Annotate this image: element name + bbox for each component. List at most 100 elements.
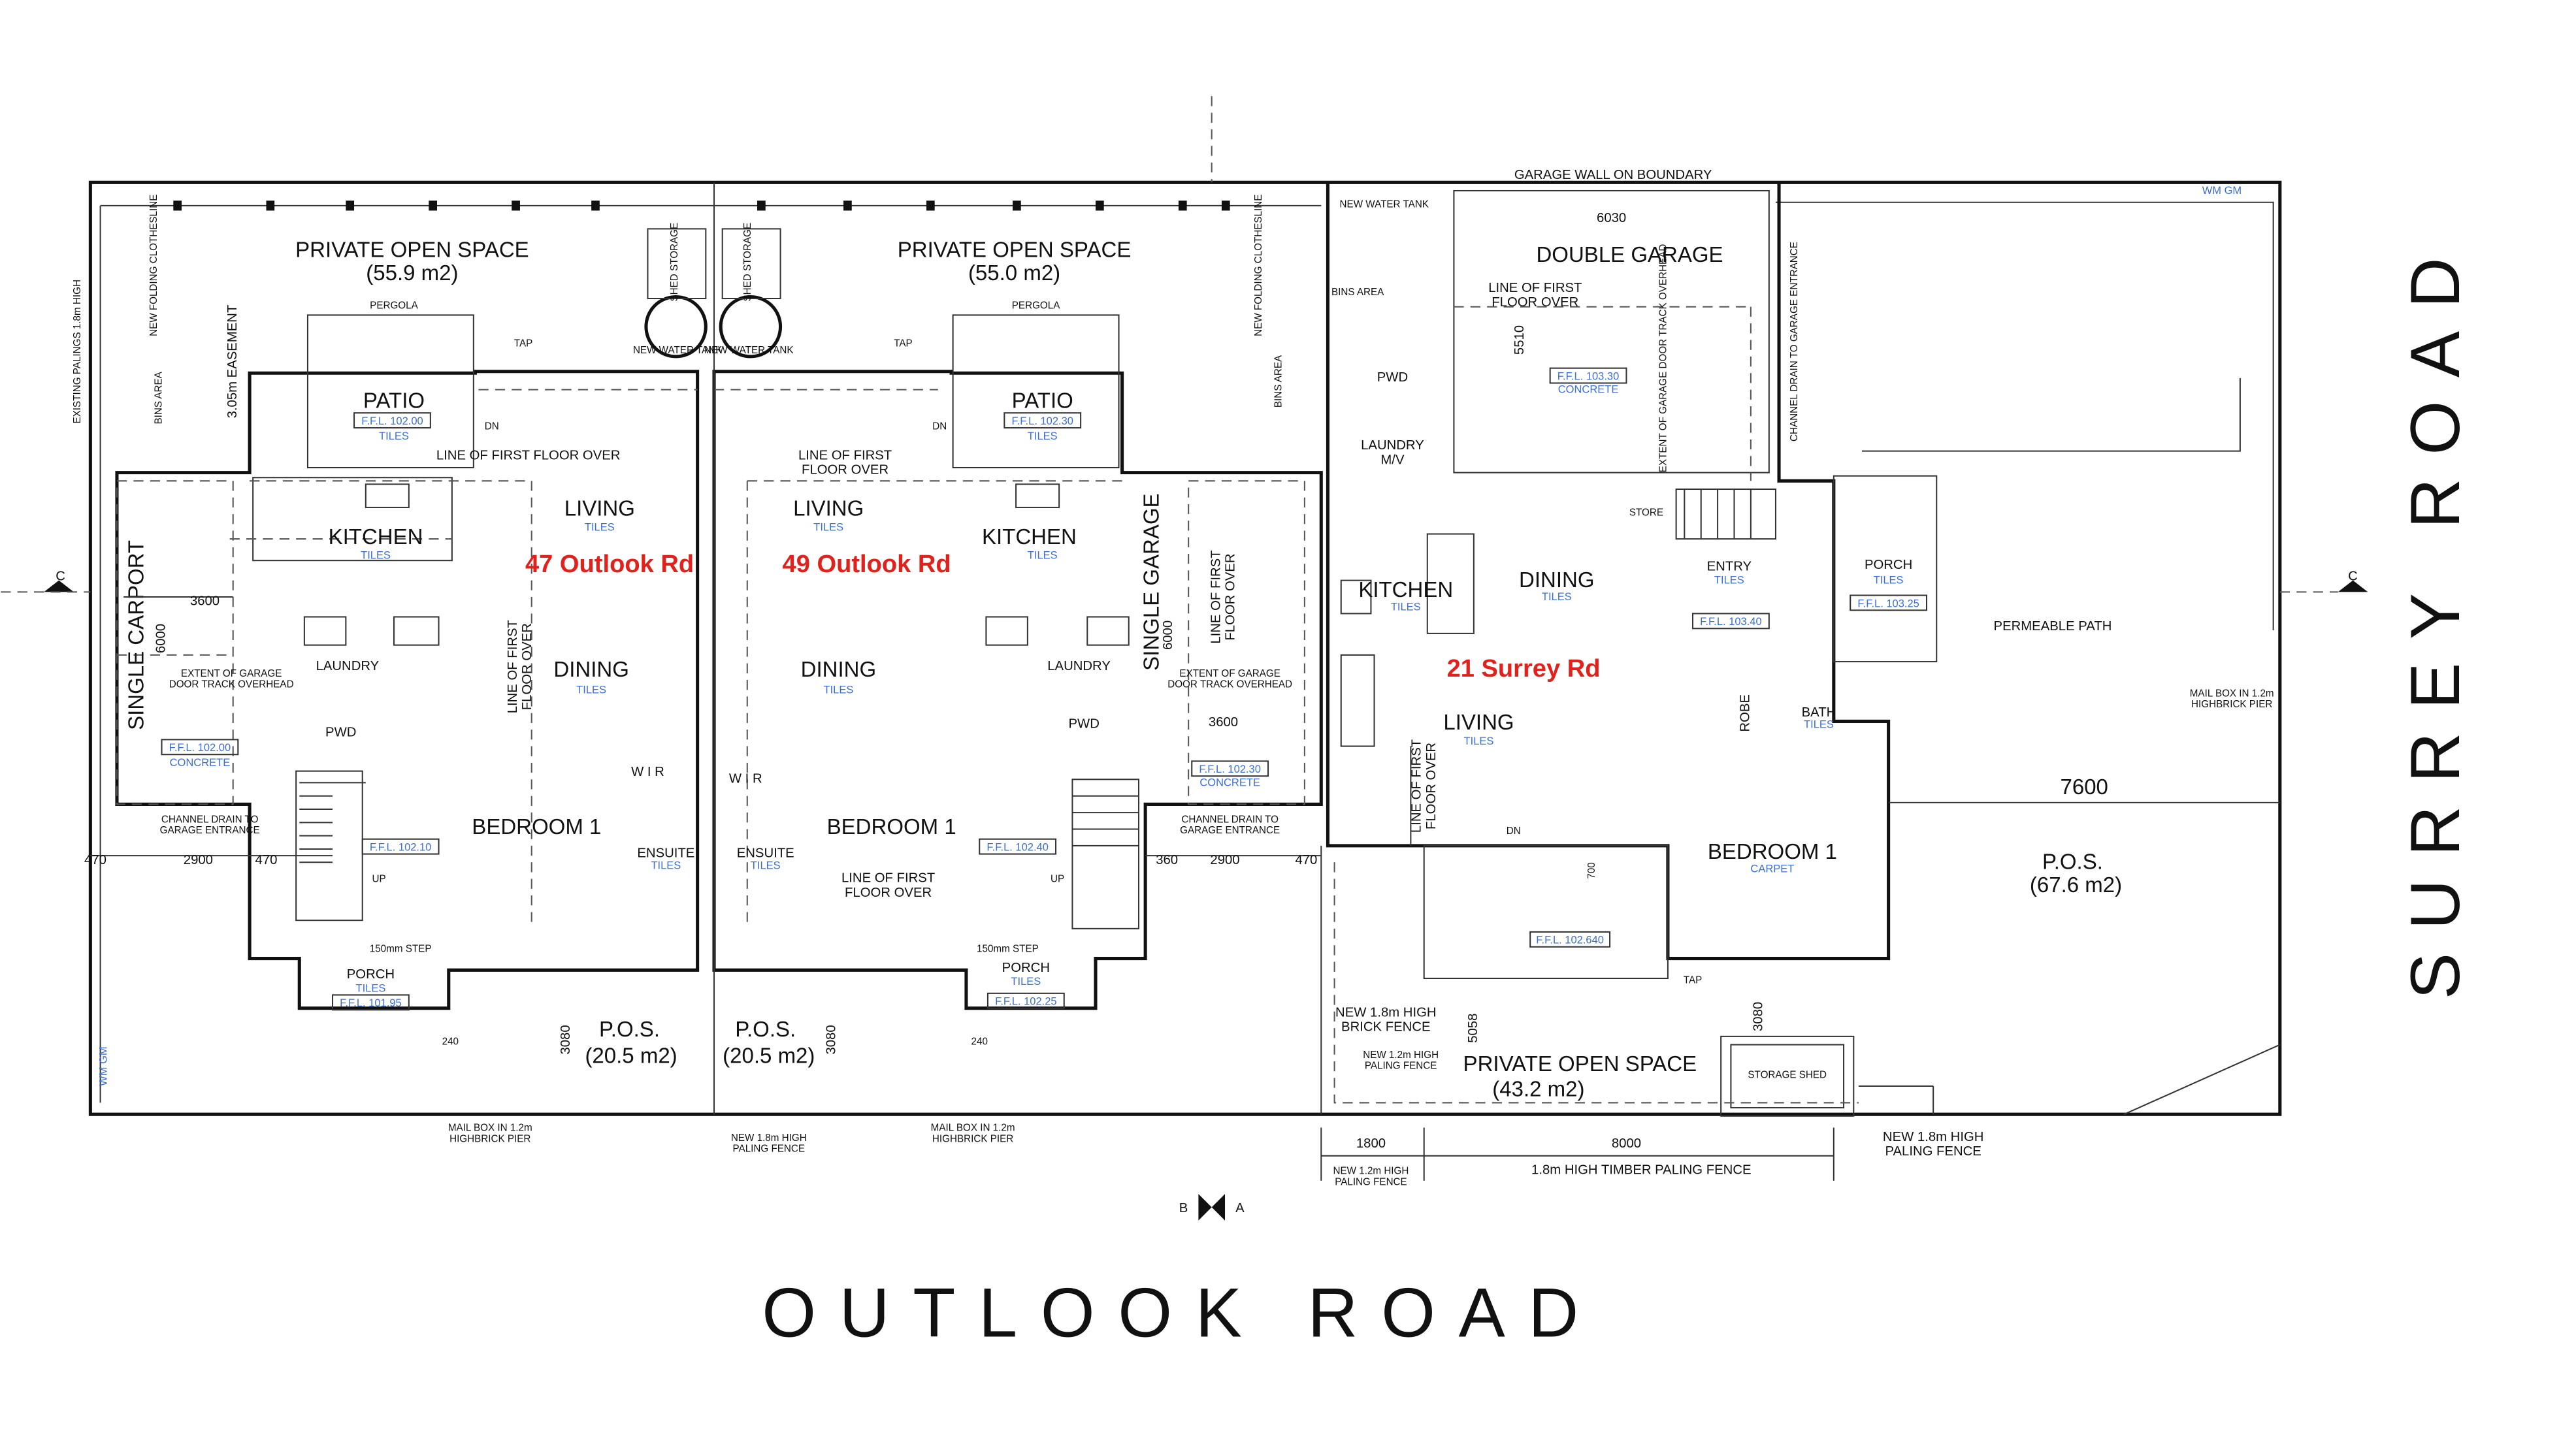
text-line: LINE OF FIRST [841, 871, 935, 886]
section-markers [1, 96, 2368, 1221]
storage-shed: STORAGE SHED [1748, 1069, 1827, 1080]
note-up: UP [372, 874, 386, 885]
ffl-patio-mid: F.F.L. 102.30 [1011, 415, 1073, 427]
section-a: A [1235, 1201, 1245, 1215]
unit-49-outlook [712, 182, 1323, 1115]
text-line: GARAGE ENTRANCE [160, 825, 260, 836]
text-line: PALING FENCE [1365, 1061, 1437, 1072]
note-clothesline: NEW FOLDING CLOTHESLINE [148, 195, 159, 336]
text-line: FLOOR OVER [520, 623, 534, 710]
section-c-right: C [2348, 570, 2358, 584]
bedroom1-47: BEDROOM 1 [472, 814, 601, 839]
note-line-first-floor: LINE OF FIRST FLOOR OVER [436, 448, 621, 462]
finish-tiles: TILES [824, 684, 854, 696]
finish-tiles: TILES [356, 982, 386, 994]
living-49: LIVING [793, 496, 864, 521]
dim-2900-left: 2900 [184, 853, 213, 867]
note-step: 150mm STEP [370, 943, 432, 954]
single-garage: SINGLE GARAGE [1139, 493, 1163, 670]
text-line: FLOOR OVER [1492, 295, 1578, 310]
text-line: LINE OF FIRST [1410, 739, 1424, 833]
text-line: DOOR TRACK OVERHEAD [1167, 679, 1292, 690]
pos-small-right: P.O.S. [735, 1017, 796, 1041]
text-line: EXTENT OF GARAGE [1179, 668, 1280, 679]
dim-3080-b: 3080 [824, 1025, 838, 1054]
dim-3080-a: 3080 [559, 1025, 573, 1054]
note-line-first-floor-v: LINE OF FIRSTFLOOR OVER [506, 620, 534, 713]
note-channel-drain-v: CHANNEL DRAIN TO GARAGE ENTRANCE [1789, 242, 1800, 442]
street-outlook: OUTLOOK ROAD [762, 1273, 1602, 1351]
note-extent-garage-v: EXTENT OF GARAGE DOOR TRACK OVERHEAD [1657, 244, 1669, 473]
note-easement: 3.05m EASEMENT [225, 305, 240, 419]
dim-7600: 7600 [2061, 775, 2108, 799]
dining-47: DINING [553, 657, 628, 681]
pos-mid-area: (55.0 m2) [968, 261, 1060, 285]
ffl-garage-mid: F.F.L. 102.30 [1199, 763, 1260, 775]
kitchen-47: KITCHEN [329, 524, 423, 549]
note-line-first-floor-v: LINE OF FIRSTFLOOR OVER [1209, 550, 1237, 643]
patio-mid: PATIO [1012, 389, 1073, 413]
text-line: NEW 1.2m HIGH [1333, 1166, 1409, 1177]
porch-49: PORCH [1002, 961, 1050, 975]
dim-3600-left: 3600 [190, 594, 220, 609]
ensuite-49: ENSUITE [737, 846, 794, 861]
floor-levels: F.F.L. 102.00 F.F.L. 102.30 F.F.L. 102.0… [161, 367, 1928, 1011]
finish-tags: TILES TILES TILES TILES TILES TILES TILE… [170, 384, 1904, 995]
note-garage-wall: GARAGE WALL ON BOUNDARY [1514, 168, 1712, 182]
dim-470-c: 470 [1295, 853, 1317, 867]
kitchen-49: KITCHEN [982, 524, 1077, 549]
text-line: FLOOR OVER [1424, 743, 1439, 829]
fence-posts [173, 201, 1230, 211]
finish-carpet: CARPET [1750, 863, 1794, 875]
text-line: DOOR TRACK OVERHEAD [169, 679, 294, 690]
note-step: 150mm STEP [977, 943, 1039, 954]
text-line: NEW 1.8m HIGH [731, 1133, 807, 1144]
wir-47: W I R [631, 765, 664, 779]
bedroom1-49: BEDROOM 1 [827, 814, 956, 839]
text-line: HIGHBRICK PIER [932, 1133, 1013, 1144]
note-pergola: PERGOLA [1012, 300, 1060, 311]
dim-360: 360 [1156, 853, 1178, 867]
dim-6000-mid: 6000 [1161, 620, 1175, 650]
laundry-47: LAUNDRY [316, 659, 380, 673]
text-line: FLOOR OVER [845, 886, 932, 900]
note-pergola: PERGOLA [370, 300, 418, 311]
finish-tiles: TILES [813, 521, 843, 533]
text-line: GARAGE ENTRANCE [1180, 825, 1280, 836]
ffl-porch-left: F.F.L. 101.95 [340, 997, 401, 1009]
note-dn: DN [932, 421, 947, 432]
text-line: NEW 1.2m HIGH [1363, 1050, 1439, 1061]
text-line: PALING FENCE [1335, 1176, 1407, 1187]
finish-tiles: TILES [651, 860, 681, 871]
note-up: UP [1051, 874, 1064, 885]
wm-gm-left: WM GM [98, 1046, 110, 1085]
dim-470-b: 470 [255, 853, 278, 867]
pwd-21: PWD [1377, 370, 1408, 385]
dim-700: 700 [1586, 862, 1597, 878]
text-line: LINE OF FIRST [1209, 550, 1223, 643]
note-water-tank: NEW WATER TANK [1340, 199, 1429, 210]
street-surrey: SURREY ROAD [2396, 234, 2474, 999]
note-timber-fence: 1.8m HIGH TIMBER PALING FENCE [1531, 1163, 1751, 1178]
pos-small-right-area: (20.5 m2) [723, 1043, 815, 1067]
finish-concrete: CONCRETE [1558, 384, 1619, 396]
pos-left-area: (55.9 m2) [366, 261, 458, 285]
note-water-tank: NEW WATER TANK [704, 345, 793, 356]
dining-21: DINING [1519, 568, 1595, 592]
pos-small-left-area: (20.5 m2) [585, 1043, 677, 1067]
finish-tiles: TILES [751, 860, 781, 871]
dim-8000: 8000 [1612, 1136, 1641, 1151]
finish-tiles: TILES [1804, 719, 1834, 731]
pos-left-title: PRIVATE OPEN SPACE [295, 238, 529, 262]
text-line: EXTENT OF GARAGE [181, 668, 282, 679]
ffl-carport: F.F.L. 102.00 [169, 742, 231, 754]
dimensions: 3600 6000 470 2900 470 3600 6000 360 290… [84, 211, 2280, 1181]
text-line: PALING FENCE [733, 1144, 806, 1155]
finish-tiles: TILES [1028, 430, 1058, 442]
